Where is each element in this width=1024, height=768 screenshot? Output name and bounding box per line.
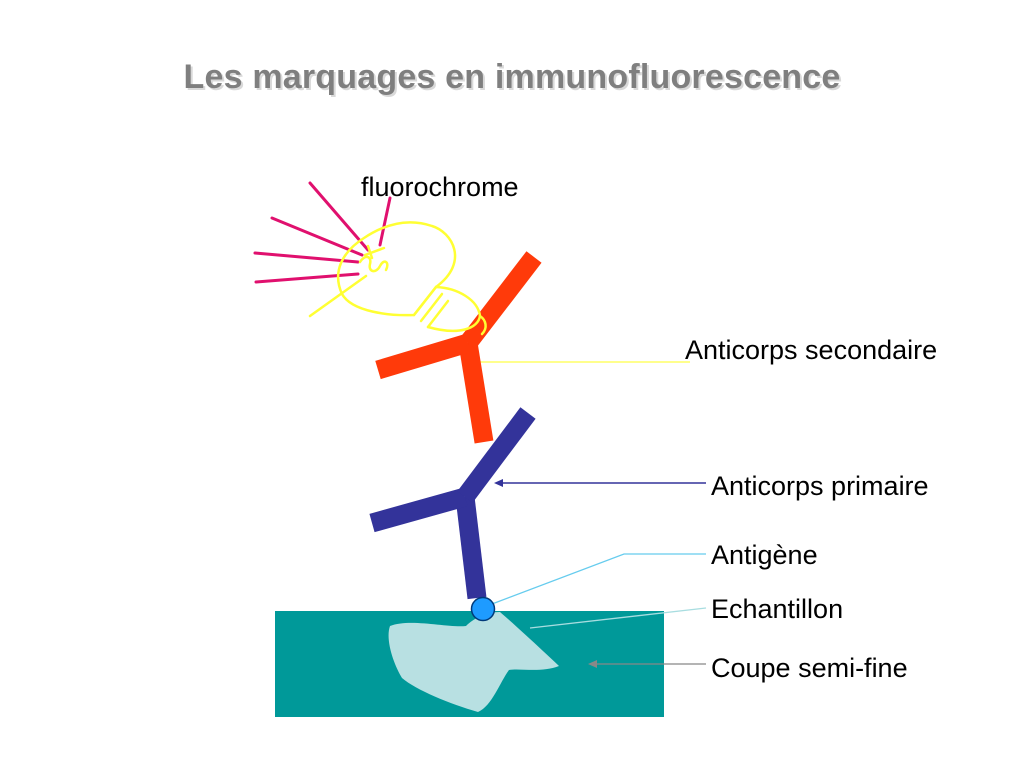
label-antigen: Antigène <box>711 540 818 570</box>
label-fluorochrome: fluorochrome <box>361 172 519 202</box>
sample-leader <box>529 607 707 629</box>
label-primary-antibody: Anticorps primaire <box>711 471 929 501</box>
fluorochrome-bulb-icon <box>253 181 487 336</box>
label-secondary-antibody: Anticorps secondaire <box>685 335 938 365</box>
sample-shape <box>388 612 559 712</box>
section-arrowhead <box>588 660 597 668</box>
secondary-antibody <box>375 251 542 444</box>
antigen-dot <box>470 596 496 622</box>
antigen-leader <box>491 553 706 605</box>
label-sample: Echantillon <box>711 594 844 624</box>
slide-title: Les marquages en immunofluorescence <box>183 58 841 96</box>
label-section: Coupe semi-fine <box>711 653 908 683</box>
primary-antibody <box>369 407 536 600</box>
primary-antibody-arrowhead <box>494 479 503 487</box>
